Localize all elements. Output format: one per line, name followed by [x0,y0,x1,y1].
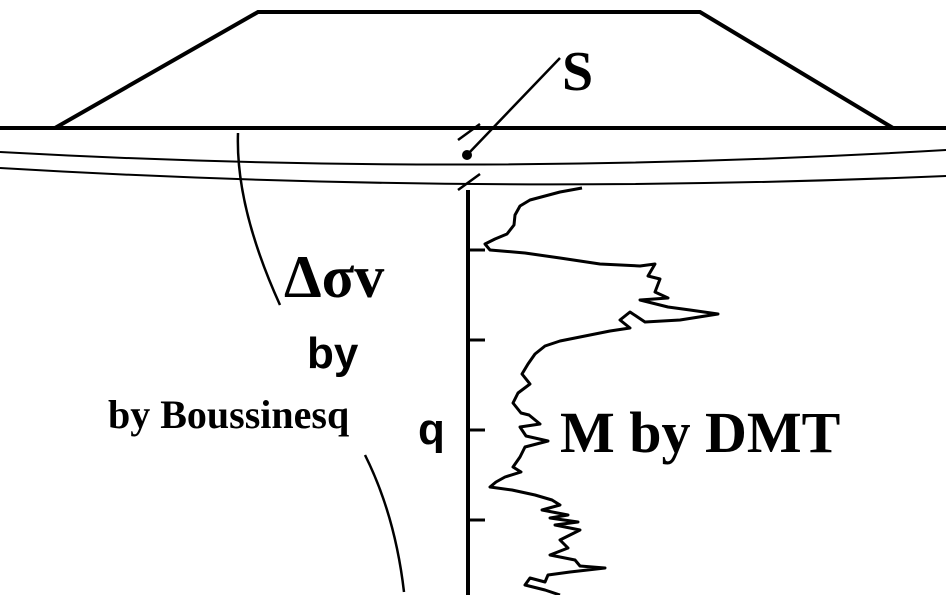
stress-distribution-curve-lower [363,454,406,593]
embankment-outline [54,10,895,130]
axis-break-mark [457,122,481,142]
dmt-modulus-profile [483,186,720,595]
settlement-label: S [562,41,593,103]
lower-settlement-curve [0,167,946,186]
q-label: q [418,405,445,454]
by-label: by [307,329,359,378]
upper-settlement-curve [0,149,946,166]
delta-sigma-label: Δσv [284,244,384,310]
settlement-leader-line [466,57,561,156]
axis-break-mark [457,172,481,192]
boussinesq-label: by Boussinesq [108,392,349,437]
modulus-dmt-label: M by DMT [560,400,840,465]
stress-distribution-curve-upper [236,132,282,306]
